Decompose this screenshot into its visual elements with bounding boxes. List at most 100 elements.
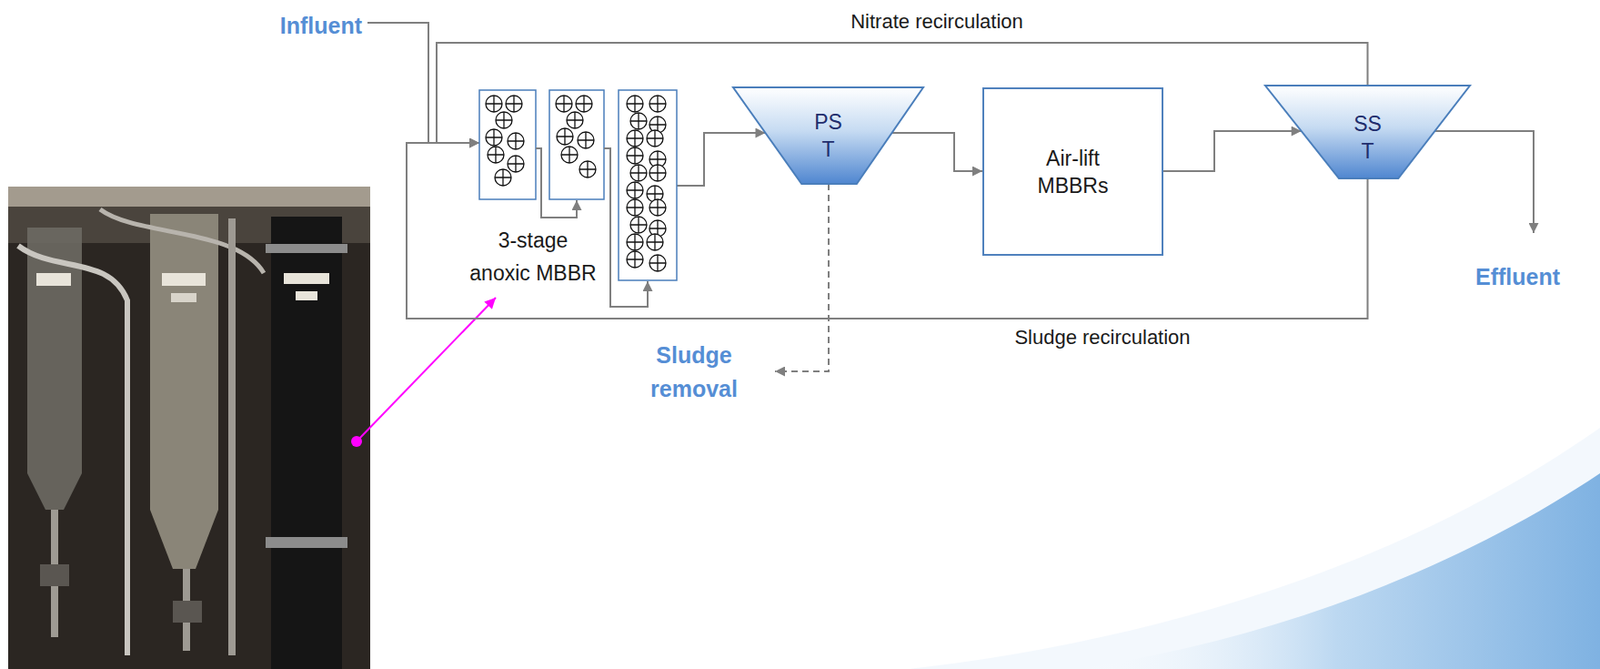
reactor-photo (8, 186, 371, 669)
carrier-symbol (494, 169, 512, 186)
stream-label: Sludge removal (641, 338, 747, 406)
carrier-symbol (630, 164, 647, 182)
carrier-symbol (626, 181, 644, 199)
reactor-tank (479, 90, 536, 200)
carrier-symbol (649, 254, 666, 272)
carrier-symbol (485, 95, 503, 112)
settling-tank-shape (733, 87, 924, 184)
carrier-symbol (495, 111, 513, 129)
carrier-symbol (561, 146, 578, 163)
carrier-symbol (626, 199, 644, 216)
reactor-tube (150, 213, 219, 569)
anoxic-reactor-group: 3-stage anoxic MBBR (479, 89, 678, 312)
valve (172, 600, 202, 623)
carrier-symbol (577, 131, 594, 149)
carrier-symbol (487, 146, 504, 163)
carrier-symbol (495, 111, 513, 129)
carrier-symbol (626, 147, 644, 164)
settling-tank-outline (1265, 85, 1470, 179)
carrier-symbol (649, 164, 666, 182)
hose (54, 218, 232, 655)
reactor-label (161, 272, 206, 286)
carrier-symbol (579, 161, 596, 178)
carrier-symbol (485, 129, 503, 146)
carrier-symbol (630, 216, 647, 233)
carrier-symbol (575, 95, 593, 112)
carrier-symbol (630, 164, 647, 182)
node-label: Air-lift MBBRs (1022, 144, 1125, 200)
background-swoosh (909, 427, 1600, 669)
reactor-label (283, 272, 330, 284)
carrier-symbol (494, 169, 512, 186)
flow-connector (676, 132, 766, 186)
carrier-symbol (626, 95, 644, 112)
carrier-symbol (626, 130, 644, 147)
reactor-column (271, 216, 343, 669)
carrier-symbol (626, 147, 644, 164)
edge-label: Sludge recirculation (1011, 325, 1193, 350)
reactor-label (171, 292, 197, 302)
carrier-symbol (649, 95, 666, 112)
node-label: SS T (1350, 110, 1386, 165)
carrier-symbol (555, 95, 573, 112)
hose (18, 245, 128, 655)
carrier-symbol (626, 181, 644, 199)
settling-tank: SS T (1265, 85, 1470, 179)
flow-connector (892, 132, 984, 172)
carrier-symbol (507, 132, 524, 150)
carrier-symbol (626, 251, 644, 268)
carrier-symbol (646, 233, 664, 251)
photo-shelf (8, 186, 371, 207)
carrier-symbol (626, 251, 644, 268)
hose (100, 209, 264, 273)
carrier-symbol (626, 199, 644, 216)
reactor-tank (549, 90, 604, 200)
node-label: PS T (811, 108, 846, 163)
carrier-symbol (630, 216, 647, 233)
stage-connector (603, 148, 648, 307)
carrier-symbol (646, 233, 664, 251)
flow-connector (1163, 130, 1302, 172)
carrier-symbol (626, 233, 644, 251)
carrier-symbol (630, 112, 647, 130)
node-label: 3-stage anoxic MBBR (466, 223, 600, 290)
carrier-symbol (507, 155, 524, 172)
carrier-symbol (646, 130, 664, 147)
process-box: Air-lift MBBRs (982, 87, 1164, 256)
pointer-dot (351, 435, 363, 447)
carrier-symbol (561, 146, 578, 163)
reactor-label (295, 291, 318, 301)
reactor-tank (618, 90, 677, 281)
reactor-label (36, 272, 71, 286)
sludge-removal-line (774, 183, 829, 372)
carrier-symbol (649, 199, 666, 216)
carrier-symbol (646, 130, 664, 147)
carrier-symbol (556, 128, 574, 145)
carrier-symbol (649, 95, 666, 112)
carrier-symbol (649, 254, 666, 272)
carrier-symbol (485, 129, 503, 146)
stream-label: Influent (280, 9, 363, 43)
carrier-symbol (566, 111, 584, 129)
carrier-symbol (487, 146, 504, 163)
carrier-symbol (579, 161, 596, 178)
background-swoosh (1073, 472, 1600, 669)
carrier-symbol (485, 95, 503, 112)
valve (40, 563, 70, 586)
carrier-symbol (626, 130, 644, 147)
carrier-symbol (630, 112, 647, 130)
carrier-symbol (566, 111, 584, 129)
settling-tank: PS T (733, 87, 924, 184)
carrier-symbol (626, 95, 644, 112)
edge-label: Nitrate recirculation (847, 10, 1027, 34)
carrier-symbol (505, 95, 523, 112)
influent-line (367, 22, 429, 143)
carrier-symbol (575, 95, 593, 112)
carrier-symbol (507, 155, 524, 172)
carrier-symbol (577, 131, 594, 149)
carrier-symbol (649, 199, 666, 216)
column-clamp (265, 536, 348, 548)
carrier-symbol (649, 164, 666, 182)
reactor-tube (27, 227, 82, 510)
